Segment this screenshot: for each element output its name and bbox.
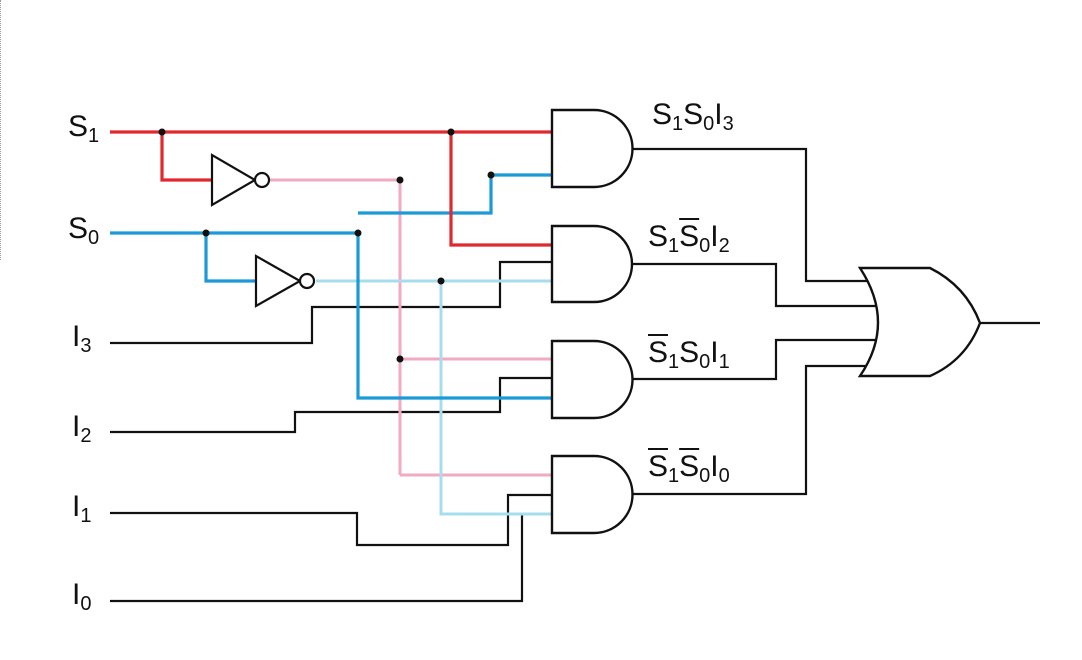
term-factor: S1: [648, 336, 680, 373]
junction-dot: [447, 128, 455, 136]
term-factor: S1: [648, 450, 680, 487]
term-factor: S0: [679, 220, 711, 257]
wire-s1-to-and2: [449, 132, 552, 247]
label-i0: I0: [72, 578, 92, 615]
and-gate-3: [550, 108, 634, 189]
or-gate: [857, 266, 982, 378]
term-label-3: S1S0I3: [652, 98, 734, 135]
term-factor: S1: [652, 98, 684, 135]
wire-and2-out: [632, 262, 876, 308]
wire-and0-out: [632, 364, 872, 496]
term-factor: S0: [679, 450, 711, 487]
and-gate-2: [550, 224, 634, 304]
term-label-2: S1S0I2: [648, 220, 730, 257]
wire-s0-to-and3: [358, 173, 552, 215]
junction-dot: [396, 355, 404, 363]
label-i2: I2: [72, 410, 92, 447]
wire-i1: [110, 493, 552, 547]
term-factor: I2: [710, 220, 730, 257]
term-factor: S1: [648, 220, 680, 257]
junction-dot: [487, 171, 495, 179]
wire-i3: [110, 260, 552, 345]
junction-dot: [202, 229, 210, 237]
wire-s0-to-not: [204, 233, 256, 283]
term-factor: I1: [710, 336, 730, 373]
junction-dot: [158, 128, 166, 136]
junction-dot: [354, 229, 362, 237]
term-factor: I0: [710, 450, 730, 487]
and-gate-0: [550, 454, 634, 535]
label-i3: I3: [72, 320, 92, 357]
not-gate-s1: [210, 153, 271, 207]
left-edge-dots: [0, 0, 3, 260]
wire-s0-not-down: [439, 281, 552, 516]
not-gate-s0: [254, 254, 316, 308]
label-i1: I1: [72, 490, 92, 527]
wire-i2: [110, 376, 552, 434]
wire-i0: [110, 512, 552, 603]
term-label-0: S1S0I0: [648, 450, 730, 487]
term-label-1: S1S0I1: [648, 336, 730, 373]
and-gate-1: [550, 339, 634, 420]
term-factor: S0: [683, 98, 715, 135]
wire-s0-main: [110, 231, 552, 400]
label-s0: S0: [68, 212, 100, 249]
wire-s1-not-main: [270, 178, 402, 475]
junction-dot: [396, 176, 404, 184]
junction-dot: [437, 277, 445, 285]
term-factor: I3: [714, 98, 734, 135]
label-s1: S1: [68, 110, 100, 147]
wire-and1-out: [632, 338, 876, 381]
wire-s1-to-not: [160, 132, 212, 182]
term-factor: S0: [679, 336, 711, 373]
wire-and3-out: [632, 147, 872, 283]
